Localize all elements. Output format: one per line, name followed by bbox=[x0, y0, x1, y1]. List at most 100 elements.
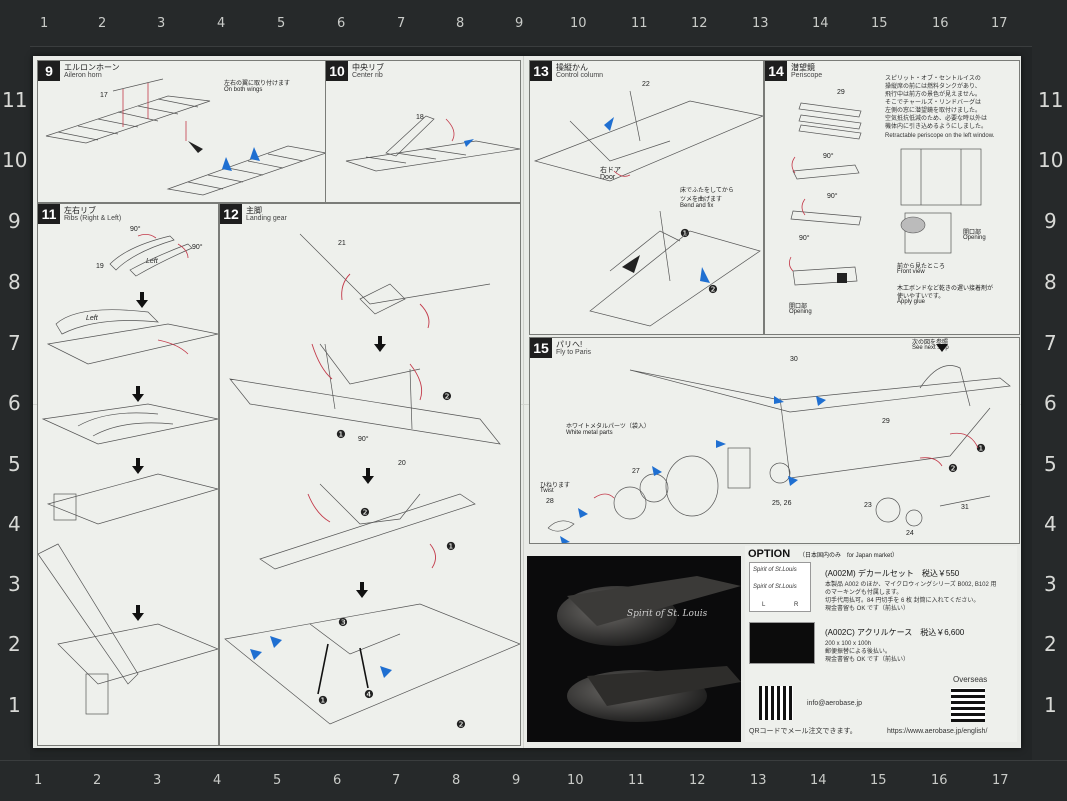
ruler-left-7: 7 bbox=[8, 331, 21, 355]
ruler-top-13: 13 bbox=[752, 16, 769, 31]
decal-r: R bbox=[794, 602, 799, 608]
bend-note-jp: ツメを曲げます bbox=[680, 197, 723, 203]
landing-gear-diagram bbox=[224, 233, 520, 725]
angle-label: 90° bbox=[130, 226, 141, 233]
part-number: 20 bbox=[398, 460, 406, 467]
step-number: 10 bbox=[326, 61, 348, 81]
part-number: 31 bbox=[961, 504, 969, 511]
ruler-top-4: 4 bbox=[217, 16, 226, 31]
ruler-left-1: 1 bbox=[8, 693, 21, 717]
ruler-left-4: 4 bbox=[8, 512, 21, 536]
bend-note-jp: 床でふたをしてから bbox=[680, 188, 734, 194]
callout-2: ❷ bbox=[456, 719, 466, 731]
next-step-jp: 次の図を参照 bbox=[912, 340, 949, 346]
part-number: 22 bbox=[642, 81, 650, 88]
option-subtitle: （日本国内のみ for Japan market） bbox=[799, 553, 899, 559]
step-number: 11 bbox=[38, 204, 60, 224]
email-address[interactable]: info@aerobase.jp bbox=[807, 700, 862, 707]
final-assembly-diagram bbox=[547, 344, 1011, 543]
next-step-en: See next step bbox=[912, 345, 949, 351]
callout-2: ❷ bbox=[442, 391, 452, 403]
ruler-bottom-12: 12 bbox=[689, 773, 706, 788]
ruler-left-5: 5 bbox=[8, 452, 21, 476]
part-number: 28 bbox=[546, 498, 554, 505]
ruler-bottom-9: 9 bbox=[512, 773, 521, 788]
ruler-right-11: 11 bbox=[1038, 88, 1064, 112]
ruler-top-5: 5 bbox=[277, 16, 286, 31]
ruler-top-3: 3 bbox=[157, 16, 166, 31]
periscope-note-jp: スピリット・オブ・セントルイスの操縦席の前には燃料タンクがあり、飛行中は前方の景… bbox=[885, 76, 988, 130]
step-title-en: Center rib bbox=[352, 72, 383, 79]
metal-parts-en: White metal parts bbox=[566, 430, 613, 436]
step-15-panel: 15 パリへ! Fly to Paris 次の図を参照 See next ste… bbox=[529, 337, 1020, 544]
email-qr-code[interactable] bbox=[759, 686, 793, 720]
model-photo-image: Spirit of St. Louis bbox=[527, 556, 741, 742]
ruler-top-16: 16 bbox=[932, 16, 949, 31]
ruler-bottom-8: 8 bbox=[452, 773, 461, 788]
ruler-right-4: 4 bbox=[1044, 512, 1057, 536]
step-13-panel: 13 操縦かん Control column 22 右ドア Door 床でふたを… bbox=[529, 60, 764, 335]
overseas-url[interactable]: https://www.aerobase.jp/english/ bbox=[887, 728, 988, 735]
flow-arrow bbox=[132, 458, 144, 474]
opening-label-en: Opening bbox=[789, 309, 812, 315]
photo-caption: Spirit of St. Louis bbox=[627, 609, 708, 619]
angle-label: 90° bbox=[358, 436, 369, 443]
ruler-bottom-6: 6 bbox=[333, 773, 342, 788]
step-title-en: Landing gear bbox=[246, 215, 287, 222]
part-number: 25, 26 bbox=[772, 500, 792, 507]
ruler-top-2: 2 bbox=[98, 16, 107, 31]
decal-mark: Spirit of St.Louis bbox=[753, 584, 797, 590]
case-title: (A002C) アクリルケース 税込￥6,600 bbox=[825, 628, 965, 637]
angle-label: 90° bbox=[827, 193, 838, 200]
ruler-bottom: 1 2 3 4 5 6 7 8 9 10 11 12 13 14 15 16 1… bbox=[0, 760, 1067, 801]
front-view-jp: 前から見たところ bbox=[897, 264, 946, 270]
part-number: 27 bbox=[632, 468, 640, 475]
twist-note-jp: ひねります bbox=[540, 483, 571, 489]
ruler-bottom-14: 14 bbox=[810, 773, 827, 788]
opening-label-en: Opening bbox=[963, 235, 986, 241]
step-number: 13 bbox=[530, 61, 552, 81]
ruler-bottom-10: 10 bbox=[567, 773, 584, 788]
step-title-en: Aileron horn bbox=[64, 72, 102, 79]
decal-l: L bbox=[762, 602, 766, 608]
ruler-top-1: 1 bbox=[40, 16, 49, 31]
ruler-left-2: 2 bbox=[8, 632, 21, 656]
callout-4: ❹ bbox=[364, 689, 374, 701]
flow-arrow bbox=[356, 582, 368, 598]
note-en: On both wings bbox=[224, 87, 263, 93]
step-title-jp: パリへ! bbox=[556, 340, 583, 349]
front-view-en: Front view bbox=[897, 269, 925, 275]
step-title-jp: エルロンホーン bbox=[64, 63, 120, 72]
decal-sheet-image: Spirit of St.Louis Spirit of St.Louis L … bbox=[749, 562, 811, 612]
ruler-bottom-17: 17 bbox=[992, 773, 1009, 788]
ruler-right-10: 10 bbox=[1038, 148, 1064, 172]
ruler-right: 11 10 9 8 7 6 5 4 3 2 1 bbox=[1032, 46, 1067, 760]
ribs-diagram bbox=[38, 234, 218, 715]
opening-label-jp: 開口部 bbox=[789, 304, 808, 310]
flow-arrow bbox=[132, 605, 144, 621]
opening-label-jp: 開口部 bbox=[963, 230, 982, 236]
step-title-jp: 中央リブ bbox=[352, 63, 384, 72]
part-number: 21 bbox=[338, 240, 346, 247]
step-11-panel: 11 左右リブ Ribs (Right & Left) 90° 90° 19 L… bbox=[37, 203, 219, 746]
ruler-bottom-2: 2 bbox=[93, 773, 102, 788]
ruler-top-8: 8 bbox=[456, 16, 465, 31]
overseas-qr-code[interactable] bbox=[951, 688, 985, 722]
qr-note: QRコードでメール注文できます。 bbox=[749, 728, 857, 735]
angle-label: 90° bbox=[192, 244, 203, 251]
angle-label: 90° bbox=[823, 153, 834, 160]
ruler-left-10: 10 bbox=[2, 148, 28, 172]
sheet-fold-vertical bbox=[523, 56, 524, 748]
part-number: 24 bbox=[906, 530, 914, 537]
step-number: 14 bbox=[765, 61, 787, 81]
callout-1: ❶ bbox=[976, 443, 986, 455]
periscope-diagram bbox=[789, 102, 982, 286]
note-jp: 左右の翼に取り付けます bbox=[224, 81, 291, 87]
step-number: 15 bbox=[530, 338, 552, 358]
ruler-bottom-11: 11 bbox=[628, 773, 645, 788]
ruler-top-14: 14 bbox=[812, 16, 829, 31]
door-label-en: Door bbox=[600, 174, 616, 181]
ruler-bottom-1: 1 bbox=[34, 773, 43, 788]
step-9-panel: 9 エルロンホーン Aileron horn 17 左右の翼に取り付けます On… bbox=[37, 60, 327, 203]
